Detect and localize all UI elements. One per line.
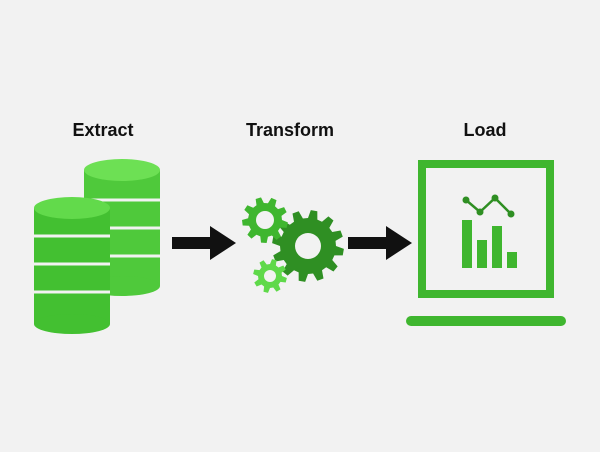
arrow-right-icon (348, 226, 412, 260)
laptop-screen (426, 168, 546, 290)
database-stack-icon (34, 159, 160, 334)
gear-large-icon (272, 210, 344, 282)
gears-icon (242, 197, 344, 293)
chart-bar (492, 226, 502, 268)
chart-point (462, 196, 470, 204)
chart-bar (507, 252, 517, 268)
chart-point (476, 208, 484, 216)
arrow-right-icon (172, 226, 236, 260)
database-cylinder-front (34, 197, 110, 334)
stage-label-transform: Transform (245, 120, 335, 140)
chart-trend-line (465, 196, 512, 215)
chart-point (507, 210, 515, 218)
gear-medium-icon (242, 197, 288, 243)
chart-bar (477, 240, 487, 268)
laptop-chart-icon (406, 160, 566, 326)
gear-small-icon (253, 259, 287, 293)
stage-label-load: Load (463, 120, 507, 140)
stage-label-extract: Extract (72, 120, 134, 140)
chart-bar (462, 220, 472, 268)
chart-point (491, 194, 499, 202)
laptop-base (406, 316, 566, 326)
